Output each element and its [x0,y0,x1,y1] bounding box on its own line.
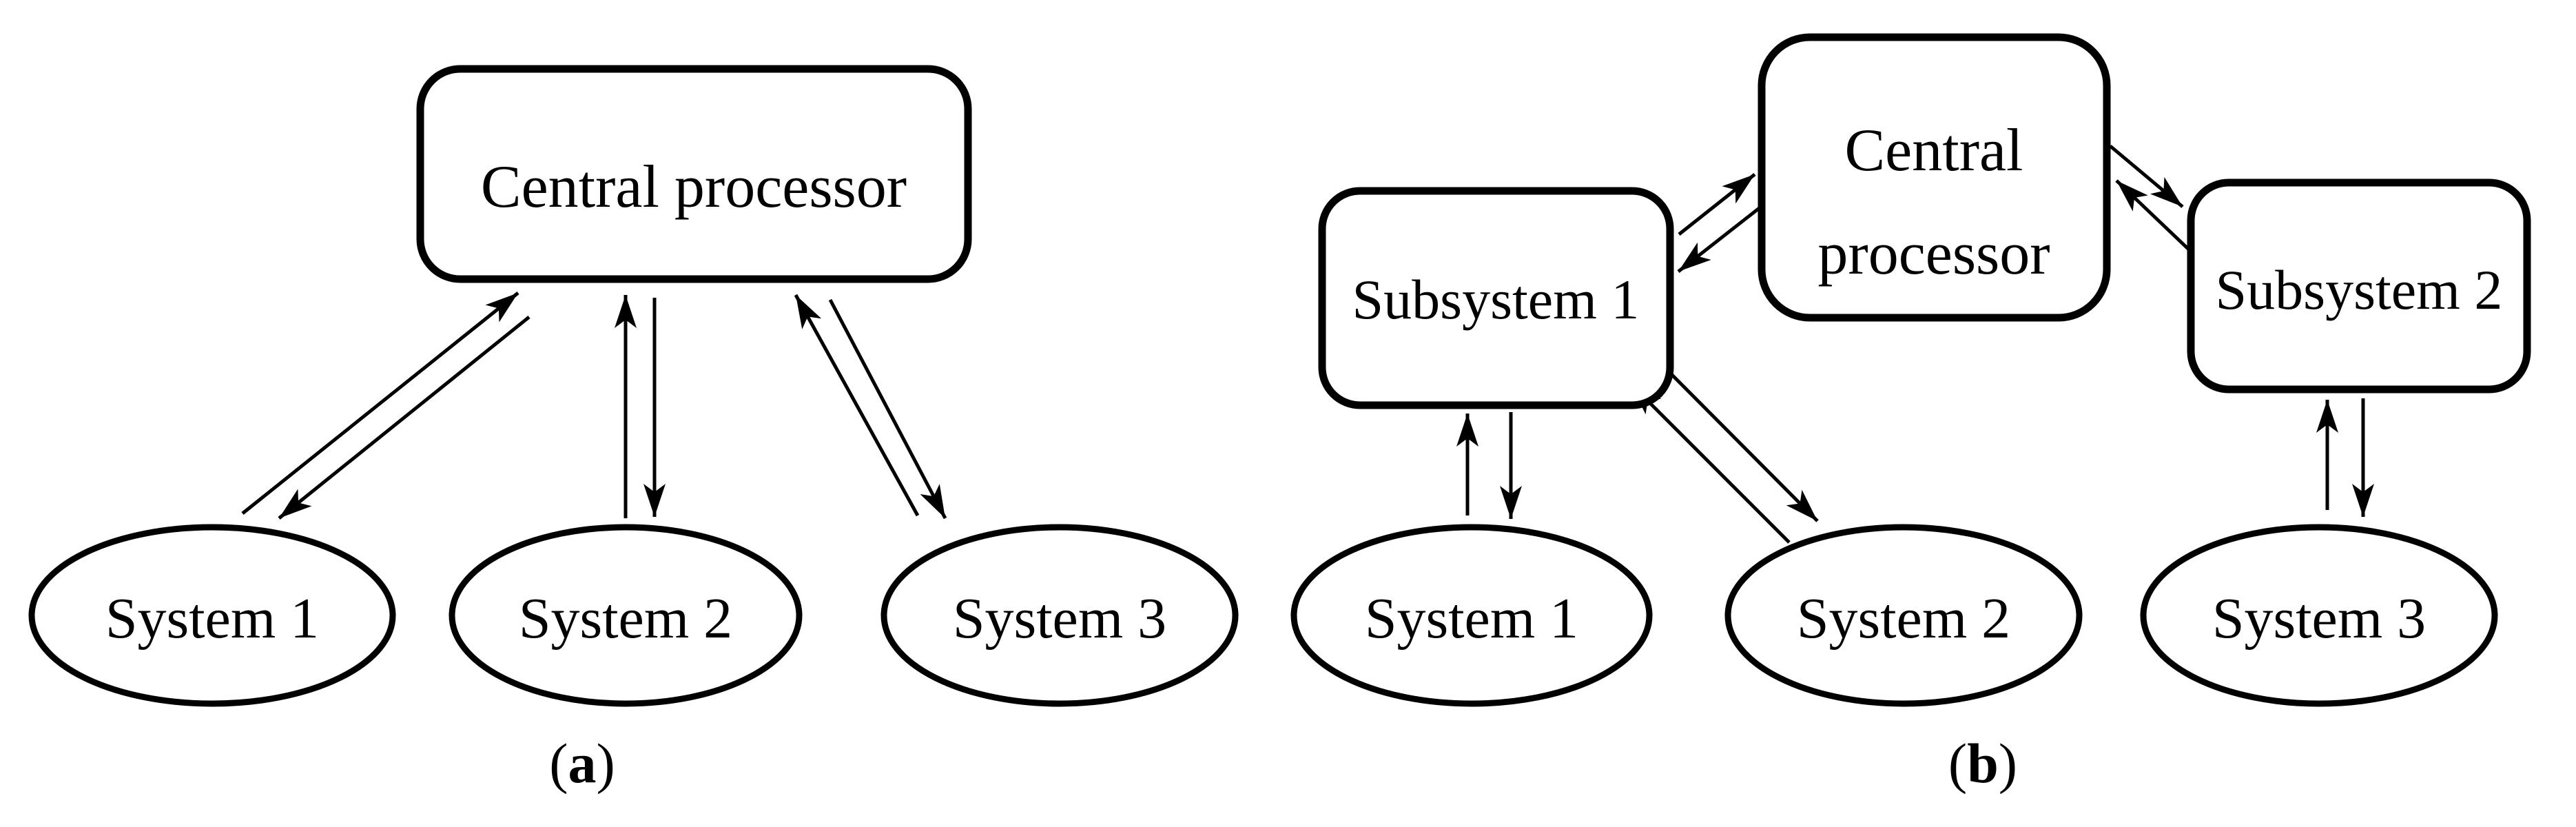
system-1-ellipse-b [1290,524,1653,707]
system-3-label-a: System 3 [953,586,1166,651]
edge-a-central-to-system1 [278,316,530,520]
edge-b-subsystem1-to-system2 [1666,369,1819,522]
system-2-ellipse-b [1724,524,2083,707]
system-2-label-b: System 2 [1797,586,2010,651]
central-processor-label-a: Central processor [481,154,907,221]
subsystem-1-box-b [1318,187,1674,409]
edge-b-subsystem1-to-central [1678,173,1756,236]
system-2-ellipse-a [449,524,803,707]
caption-a: (a) [549,732,615,795]
system-3-ellipse-b [2140,524,2498,707]
system-3-ellipse-a [880,524,1239,707]
system-1-label-b: System 1 [1365,586,1578,651]
system-2-label-a: System 2 [519,586,732,651]
edge-b-central-to-subsystem1 [1677,205,1762,273]
edge-b-central-to-subsystem2 [2109,145,2184,208]
system-1-ellipse-a [28,524,396,707]
subsystem-2-label-b: Subsystem 2 [2216,258,2503,321]
system-3-label-b: System 3 [2212,586,2426,651]
subsystem-1-label-b: Subsystem 1 [1352,268,1640,331]
edge-a-central-to-system3 [828,298,947,520]
subsystem-2-box-b [2187,178,2531,394]
central-processor-label-line1-b: Central [1844,117,2023,184]
central-processor-box-a [416,65,972,283]
central-processor-label-line2-b: processor [1817,221,2050,287]
panel-b: Central processor Subsystem 1 Subsystem … [1290,33,2531,795]
system-1-label-a: System 1 [105,586,319,651]
edge-b-system2-to-subsystem1 [1629,382,1791,544]
caption-b: (b) [1948,732,2017,795]
panel-a: Central processor System 1 System 2 Syst… [28,65,1239,795]
edge-b-subsystem2-to-central [2115,179,2191,252]
central-processor-box-b [1758,33,2111,322]
edge-a-system3-to-central [794,294,920,517]
edge-a-system1-to-central [241,292,519,515]
